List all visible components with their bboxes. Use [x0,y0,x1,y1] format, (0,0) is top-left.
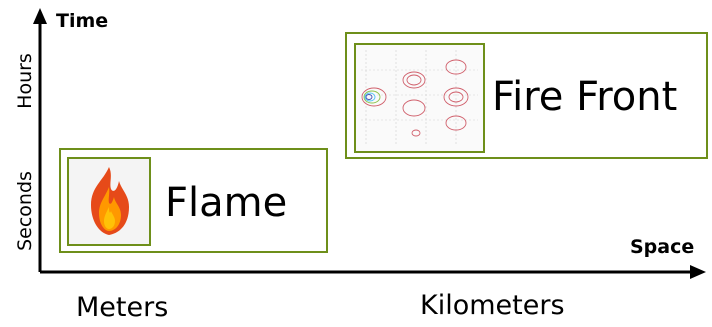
fire-front-contour-plot [361,50,478,145]
flame-box: Flame [59,148,328,253]
y-axis-arrowhead [33,8,47,24]
x-level-kilometers: Kilometers [420,290,565,321]
x-axis-title: Space [630,236,695,258]
fire-front-box: Fire Front [345,32,708,159]
flame-label: Flame [165,180,288,226]
fire-front-label: Fire Front [492,74,678,120]
flame-thumbnail [67,157,151,246]
y-axis-title: Time [56,10,109,32]
x-level-meters: Meters [76,292,169,323]
x-axis-arrowhead [690,265,706,279]
flame-icon [91,167,129,235]
y-level-hours: Hours [14,53,36,109]
y-level-seconds: Seconds [14,171,36,251]
fire-front-thumbnail [354,43,485,153]
